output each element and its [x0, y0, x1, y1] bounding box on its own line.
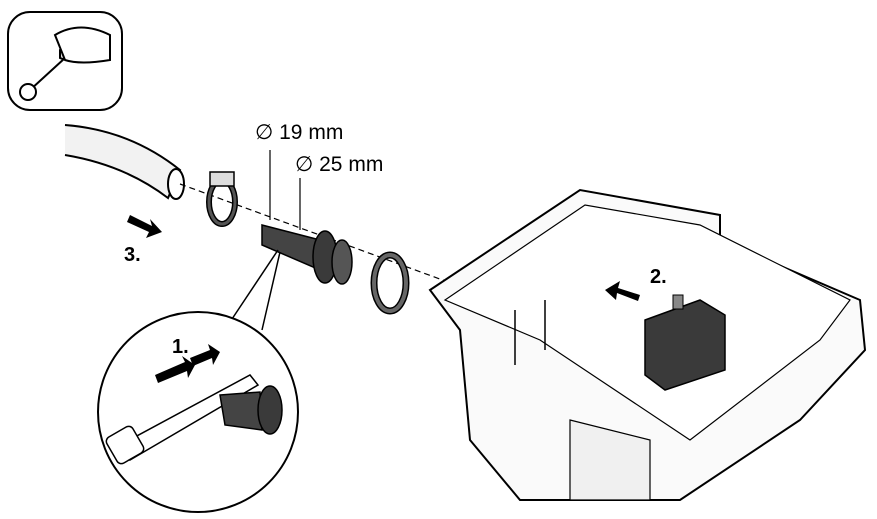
step-1-label: 1. — [172, 336, 189, 358]
step-3-label: 3. — [124, 244, 141, 266]
arrow-step-3 — [127, 215, 162, 238]
pump — [644, 294, 726, 391]
diameter-25mm-label: ∅ 25 mm — [295, 153, 384, 176]
step-2-label: 2. — [650, 266, 667, 288]
detail-circle — [97, 249, 299, 513]
hose-fitting — [261, 150, 353, 285]
diameter-19mm-label: ∅ 19 mm — [255, 121, 344, 144]
hose-clamp — [206, 171, 238, 227]
arrow-step-2 — [605, 281, 640, 301]
wrench-hand-icon — [7, 11, 123, 111]
hose — [64, 124, 185, 200]
